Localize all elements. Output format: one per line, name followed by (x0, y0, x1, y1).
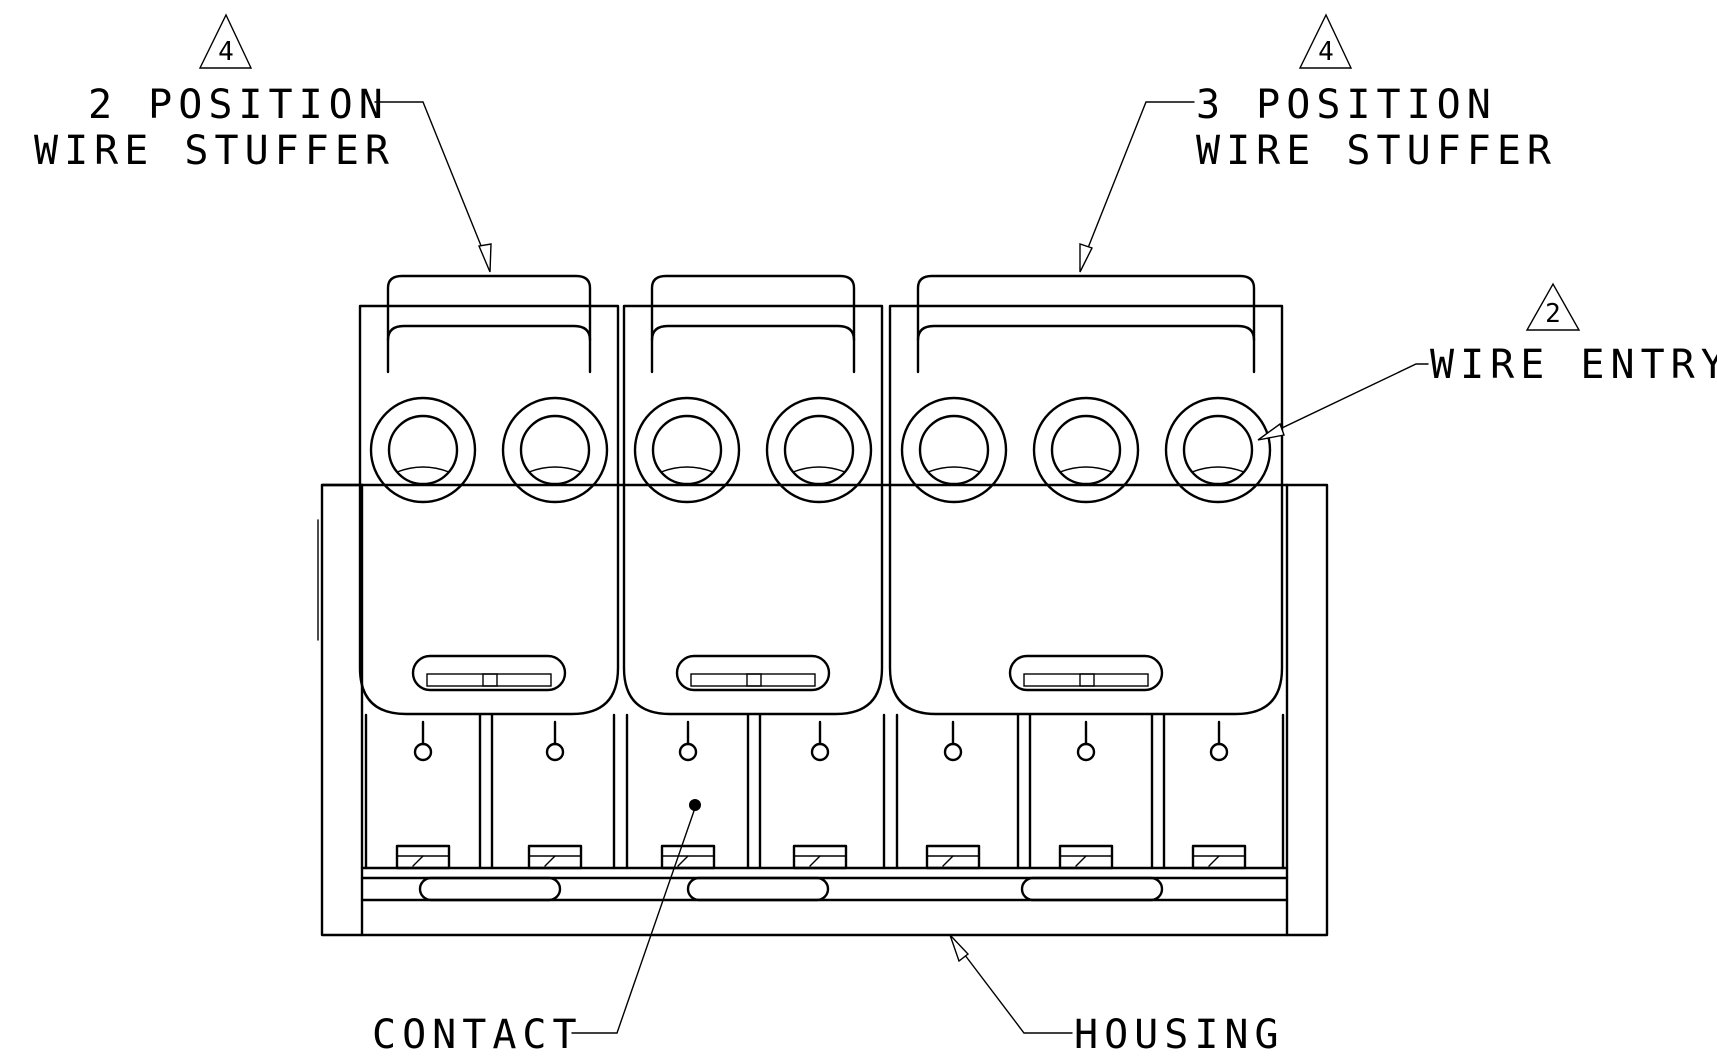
contact-position (925, 720, 981, 870)
label-wire-stuffer-left: WIRE STUFFER (34, 128, 395, 174)
stuffer-handle (916, 274, 1256, 374)
contact-position (792, 720, 848, 870)
label-wire-entry: WIRE ENTRY (1430, 342, 1717, 388)
wire-entry-hole (633, 396, 741, 504)
latches (418, 876, 1164, 902)
label-wire-stuffer-right: WIRE STUFFER (1196, 128, 1557, 174)
wire-stuffers (358, 274, 1284, 716)
callout-wire-entry: 2 WIRE ENTRY (1257, 282, 1717, 441)
contact-tab (792, 844, 848, 870)
stuffer-body (622, 304, 884, 716)
contact-tab (527, 844, 583, 870)
contacts (395, 720, 1247, 870)
stuffer-2-position (622, 274, 884, 716)
contact-position (527, 720, 583, 870)
contact-position (1058, 720, 1114, 870)
stuffer-body (888, 304, 1284, 716)
contact-tab (925, 844, 981, 870)
contact-tab (660, 844, 716, 870)
wire-entry-hole (369, 396, 477, 504)
wire-entry-hole (501, 396, 609, 504)
latch-slot (411, 654, 567, 692)
callout-2-position-stuffer: 4 2 POSITION WIRE STUFFER (34, 13, 492, 273)
wire-entry-hole (1032, 396, 1140, 504)
stuffer-body (358, 304, 620, 716)
callout-housing: HOUSING (949, 934, 1285, 1057)
stuffer-3-position (888, 274, 1284, 716)
label-contact: CONTACT (372, 1012, 583, 1057)
stuffer-handle (650, 274, 856, 374)
latch-slot (1008, 654, 1164, 692)
contact-tab (1191, 844, 1247, 870)
contact-position (1191, 720, 1247, 870)
wire-entry-hole (765, 396, 873, 504)
contact-tab (395, 844, 451, 870)
latch-slot (675, 654, 831, 692)
callout-contact: CONTACT (372, 807, 696, 1057)
contact-position (660, 720, 716, 870)
revision-flag-4: 4 (1318, 37, 1334, 67)
contact-tab (1058, 844, 1114, 870)
contact-cavities (364, 713, 1285, 870)
contact-marker (689, 799, 701, 811)
revision-flag-4: 4 (218, 37, 234, 67)
callout-3-position-stuffer: 4 3 POSITION WIRE STUFFER (1079, 13, 1557, 273)
stuffer-handle (386, 274, 592, 374)
label-housing: HOUSING (1074, 1012, 1285, 1057)
stuffer-2-position (358, 274, 620, 716)
wire-entry-hole (1164, 396, 1272, 504)
label-3-position: 3 POSITION (1196, 82, 1497, 128)
revision-flag-2: 2 (1545, 299, 1561, 329)
contact-position (395, 720, 451, 870)
wire-entry-hole (900, 396, 1008, 504)
label-2-position: 2 POSITION (88, 82, 389, 128)
